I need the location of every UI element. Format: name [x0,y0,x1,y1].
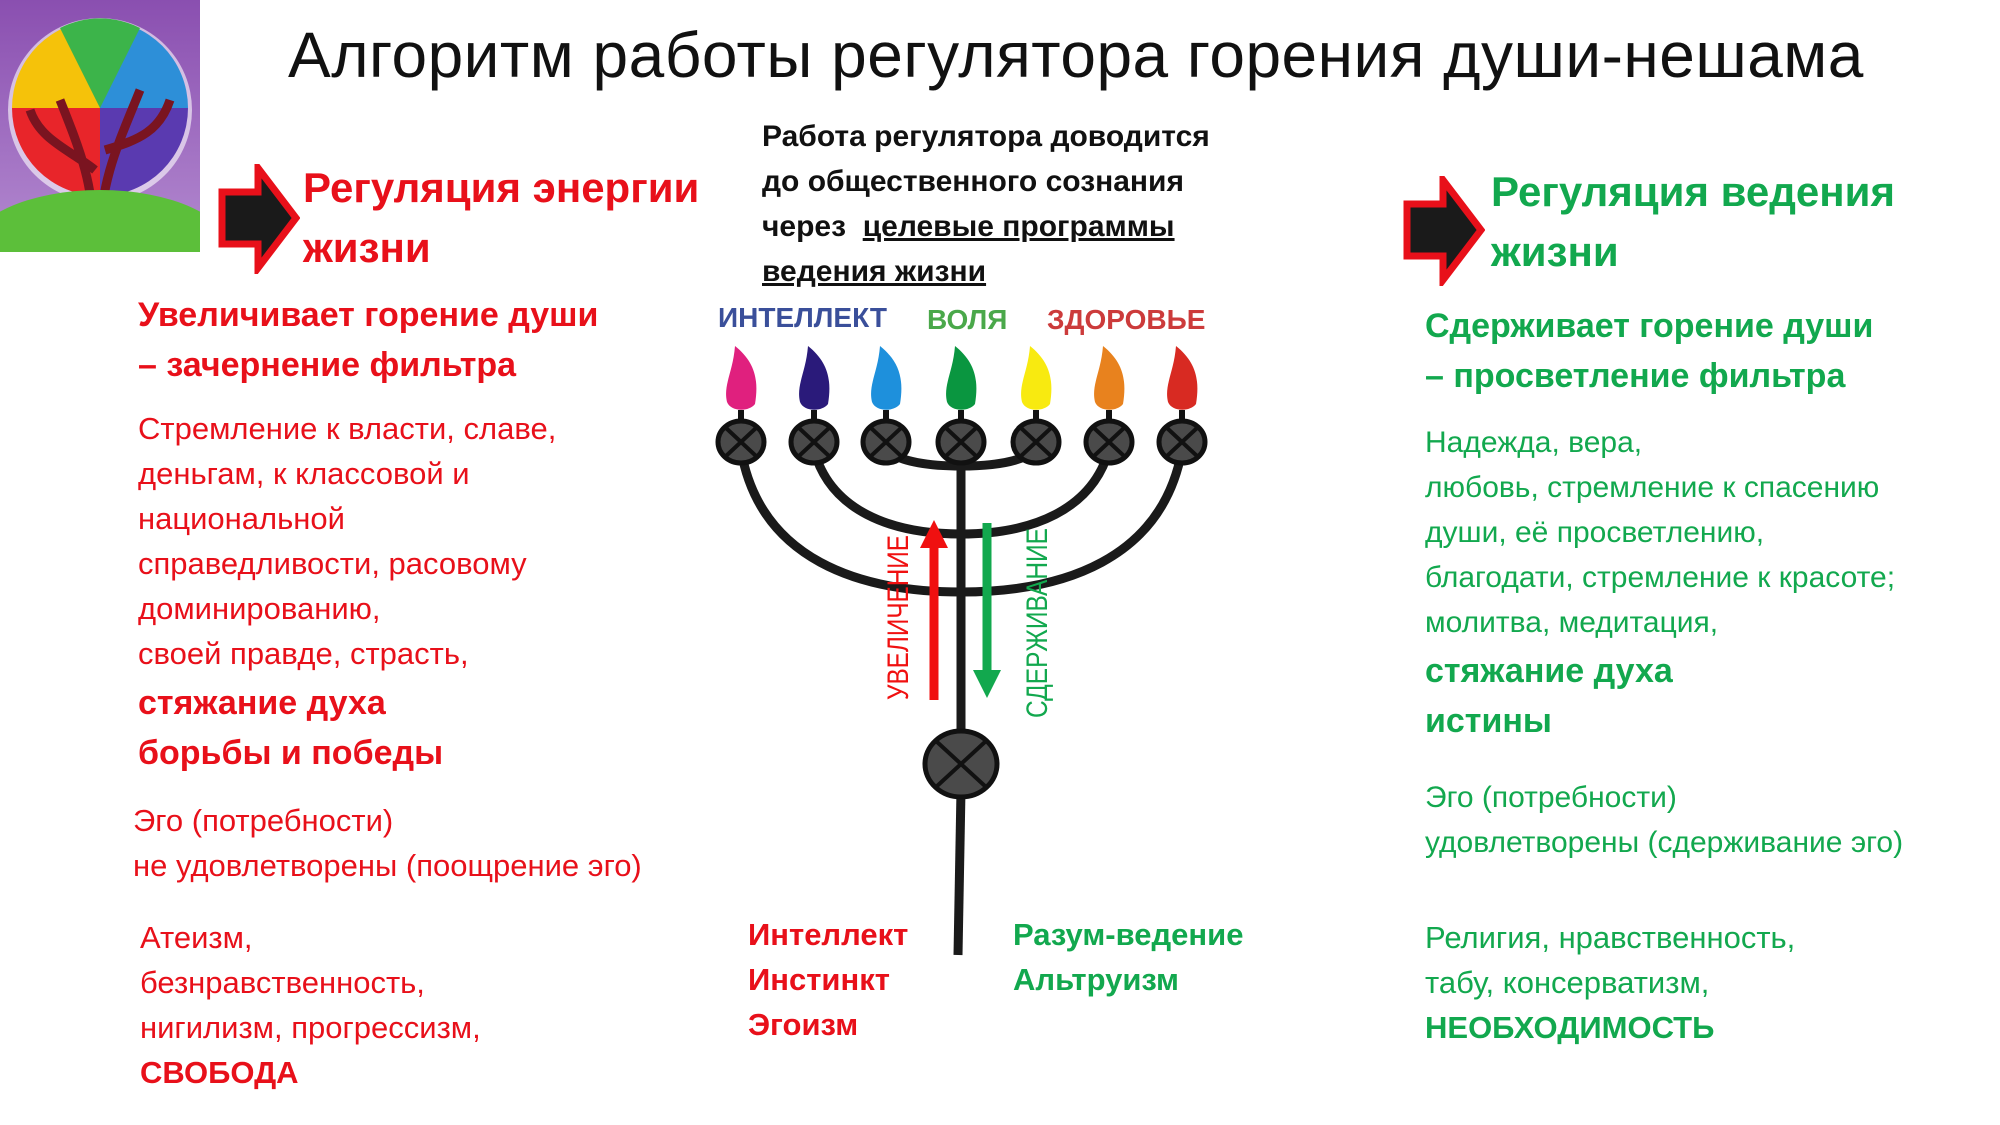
arrow-right-icon [1403,176,1485,286]
left-heading-line: Регуляция энергии [303,164,700,211]
text-line: Эго (потребности) [133,803,394,838]
text-line: Работа регулятора доводится [762,120,1210,153]
restrain-arrow [973,523,1001,698]
restrain-label: СДЕРЖИВАНИЕ [1021,528,1054,718]
candle-cup [1010,410,1062,466]
flame [946,346,977,410]
text-line: – зачернение фильтра [138,346,517,384]
candle-cup [860,410,912,466]
flame [1167,346,1198,410]
text-line: своей правде, страсть, [138,636,469,671]
text-line: Инстинкт [748,962,890,997]
increase-label: УВЕЛИЧЕНИЕ [882,535,915,700]
text-line: Разум-ведение [1013,917,1244,952]
text-line: Атеизм, [140,920,253,955]
increase-arrow [920,520,948,700]
left-subheading: Увеличивает горение души – зачернение фи… [138,290,598,390]
flame [1094,346,1125,410]
text-line: Стремление к власти, славе, [138,411,557,446]
left-list: Стремление к власти, славе, деньгам, к к… [138,406,556,676]
text-line: Надежда, вера, [1425,426,1643,459]
text-line: Эгоизм [748,1007,859,1042]
text-line: Эго (потребности) [1425,781,1677,814]
flame [726,346,757,410]
text-line: Регуляция ведения [1491,168,1895,215]
right-values: Религия, нравственность, табу, консерват… [1425,915,1795,1050]
text-line: нигилизм, прогрессизм, [140,1010,481,1045]
underlined-text: целевые программы [862,210,1175,243]
text-line: стяжание духа [138,684,386,722]
left-bold: стяжание духа борьбы и победы [138,678,443,778]
text-line: любовь, стремление к спасению [1425,471,1880,504]
text-line: безнравственность, [140,965,425,1000]
right-ego: Эго (потребности) удовлетворены (сдержив… [1425,775,1903,865]
text-line: до общественного сознания [762,165,1184,198]
candle-cup [715,410,767,466]
base-cup [922,728,1000,800]
text-line: СВОБОДА [140,1055,299,1090]
text-line: души, её просветлению, [1425,516,1765,549]
page-title: Алгоритм работы регулятора горения души-… [288,19,1864,91]
left-values: Атеизм, безнравственность, нигилизм, про… [140,915,481,1095]
text-line: национальной [138,501,345,536]
center-note: Работа регулятора доводится до обществен… [762,114,1210,294]
tree-of-life-logo [0,0,200,252]
left-heading: Регуляция энергии жизни [303,158,699,278]
text-line: Интеллект [748,917,909,952]
right-heading: Регуляция ведения жизни [1491,162,1895,282]
candle-cup [935,410,987,466]
arrow-right-icon [218,164,300,274]
text-line: удовлетворены (сдерживание эго) [1425,826,1904,859]
bottom-left-labels: Интеллект Инстинкт Эгоизм [748,912,908,1047]
text-line: доминированию, [138,591,381,626]
right-subheading: Сдерживает горение души – просветление ф… [1425,301,1873,401]
text-line: Увеличивает горение души [138,296,599,334]
text-line: деньгам, к классовой и [138,456,470,491]
text-line: – просветление фильтра [1425,357,1846,395]
menorah-stem-base [953,789,966,956]
text-line: Религия, нравственность, [1425,920,1796,955]
label-health: ЗДОРОВЬЕ [1047,304,1206,335]
candle-cup [788,410,840,466]
text-line: Альтруизм [1013,962,1179,997]
flame [1021,346,1052,410]
text-line: через [762,210,847,243]
text-line: справедливости, расовому [138,546,527,581]
text-line: жизни [1491,228,1619,275]
right-bold: стяжание духа истины [1425,646,1673,746]
text-line: борьбы и победы [138,734,444,772]
text-line: благодати, стремление к красоте; [1425,561,1896,594]
text-line: Сдерживает горение души [1425,307,1874,345]
candle-cup [1083,410,1135,466]
left-ego: Эго (потребности) не удовлетворены (поощ… [133,798,642,888]
underlined-text: ведения жизни [762,255,987,288]
flame [871,346,902,410]
bottom-right-labels: Разум-ведение Альтруизм [1013,912,1243,1002]
label-intellect: ИНТЕЛЛЕКТ [718,302,887,333]
text-line: НЕОБХОДИМОСТЬ [1425,1010,1715,1045]
label-will: ВОЛЯ [927,304,1008,335]
text-line: молитва, медитация, [1425,606,1719,639]
text-line: стяжание духа [1425,652,1673,690]
flame [799,346,830,410]
text-line: истины [1425,702,1552,740]
candle-cup [1156,410,1208,466]
left-heading-line: жизни [303,224,431,271]
right-list: Надежда, вера, любовь, стремление к спас… [1425,420,1895,645]
text-line: табу, консерватизм, [1425,965,1710,1000]
text-line: не удовлетворены (поощрение эго) [133,848,642,883]
